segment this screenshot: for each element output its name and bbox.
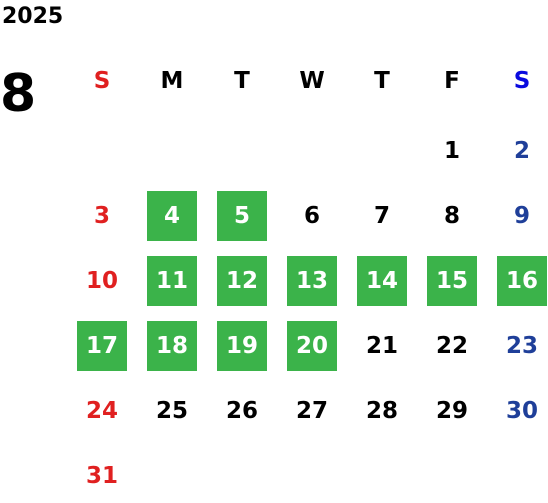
weekday-header-mon: M xyxy=(160,68,184,94)
day-cell[interactable]: 21 xyxy=(365,333,398,359)
day-cell[interactable]: 24 xyxy=(85,398,118,424)
day-cell-highlighted[interactable]: 13 xyxy=(287,256,337,306)
month-number: 8 xyxy=(0,64,37,124)
weekday-header-thu: T xyxy=(374,68,390,94)
weekday-header-fri: F xyxy=(444,68,460,94)
weekday-header-sun: S xyxy=(93,68,111,94)
day-cell-highlighted[interactable]: 19 xyxy=(217,321,267,371)
day-cell[interactable]: 7 xyxy=(373,203,390,229)
day-cell-highlighted[interactable]: 16 xyxy=(497,256,547,306)
day-cell-highlighted[interactable]: 15 xyxy=(427,256,477,306)
day-cell[interactable]: 25 xyxy=(155,398,188,424)
day-cell[interactable]: 2 xyxy=(513,138,530,164)
day-cell-highlighted[interactable]: 17 xyxy=(77,321,127,371)
day-cell[interactable]: 10 xyxy=(85,268,118,294)
day-cell-highlighted[interactable]: 11 xyxy=(147,256,197,306)
weekday-header-sat: S xyxy=(513,68,531,94)
day-cell[interactable]: 6 xyxy=(303,203,320,229)
day-cell[interactable]: 23 xyxy=(505,333,538,359)
day-cell[interactable]: 27 xyxy=(295,398,328,424)
day-cell-highlighted[interactable]: 5 xyxy=(217,191,267,241)
day-cell-highlighted[interactable]: 12 xyxy=(217,256,267,306)
day-cell-highlighted[interactable]: 14 xyxy=(357,256,407,306)
day-cell-highlighted[interactable]: 4 xyxy=(147,191,197,241)
weekday-header-wed: W xyxy=(299,68,325,94)
day-cell[interactable]: 1 xyxy=(443,138,460,164)
day-cell[interactable]: 3 xyxy=(93,203,110,229)
weekday-header-tue: T xyxy=(234,68,250,94)
day-cell[interactable]: 8 xyxy=(443,203,460,229)
day-cell[interactable]: 31 xyxy=(85,463,118,489)
day-cell[interactable]: 29 xyxy=(435,398,468,424)
day-cell-highlighted[interactable]: 20 xyxy=(287,321,337,371)
day-cell[interactable]: 22 xyxy=(435,333,468,359)
day-cell-highlighted[interactable]: 18 xyxy=(147,321,197,371)
day-cell[interactable]: 26 xyxy=(225,398,258,424)
day-cell[interactable]: 28 xyxy=(365,398,398,424)
day-cell[interactable]: 9 xyxy=(513,203,530,229)
year-label: 2025 xyxy=(2,4,64,29)
day-cell[interactable]: 30 xyxy=(505,398,538,424)
